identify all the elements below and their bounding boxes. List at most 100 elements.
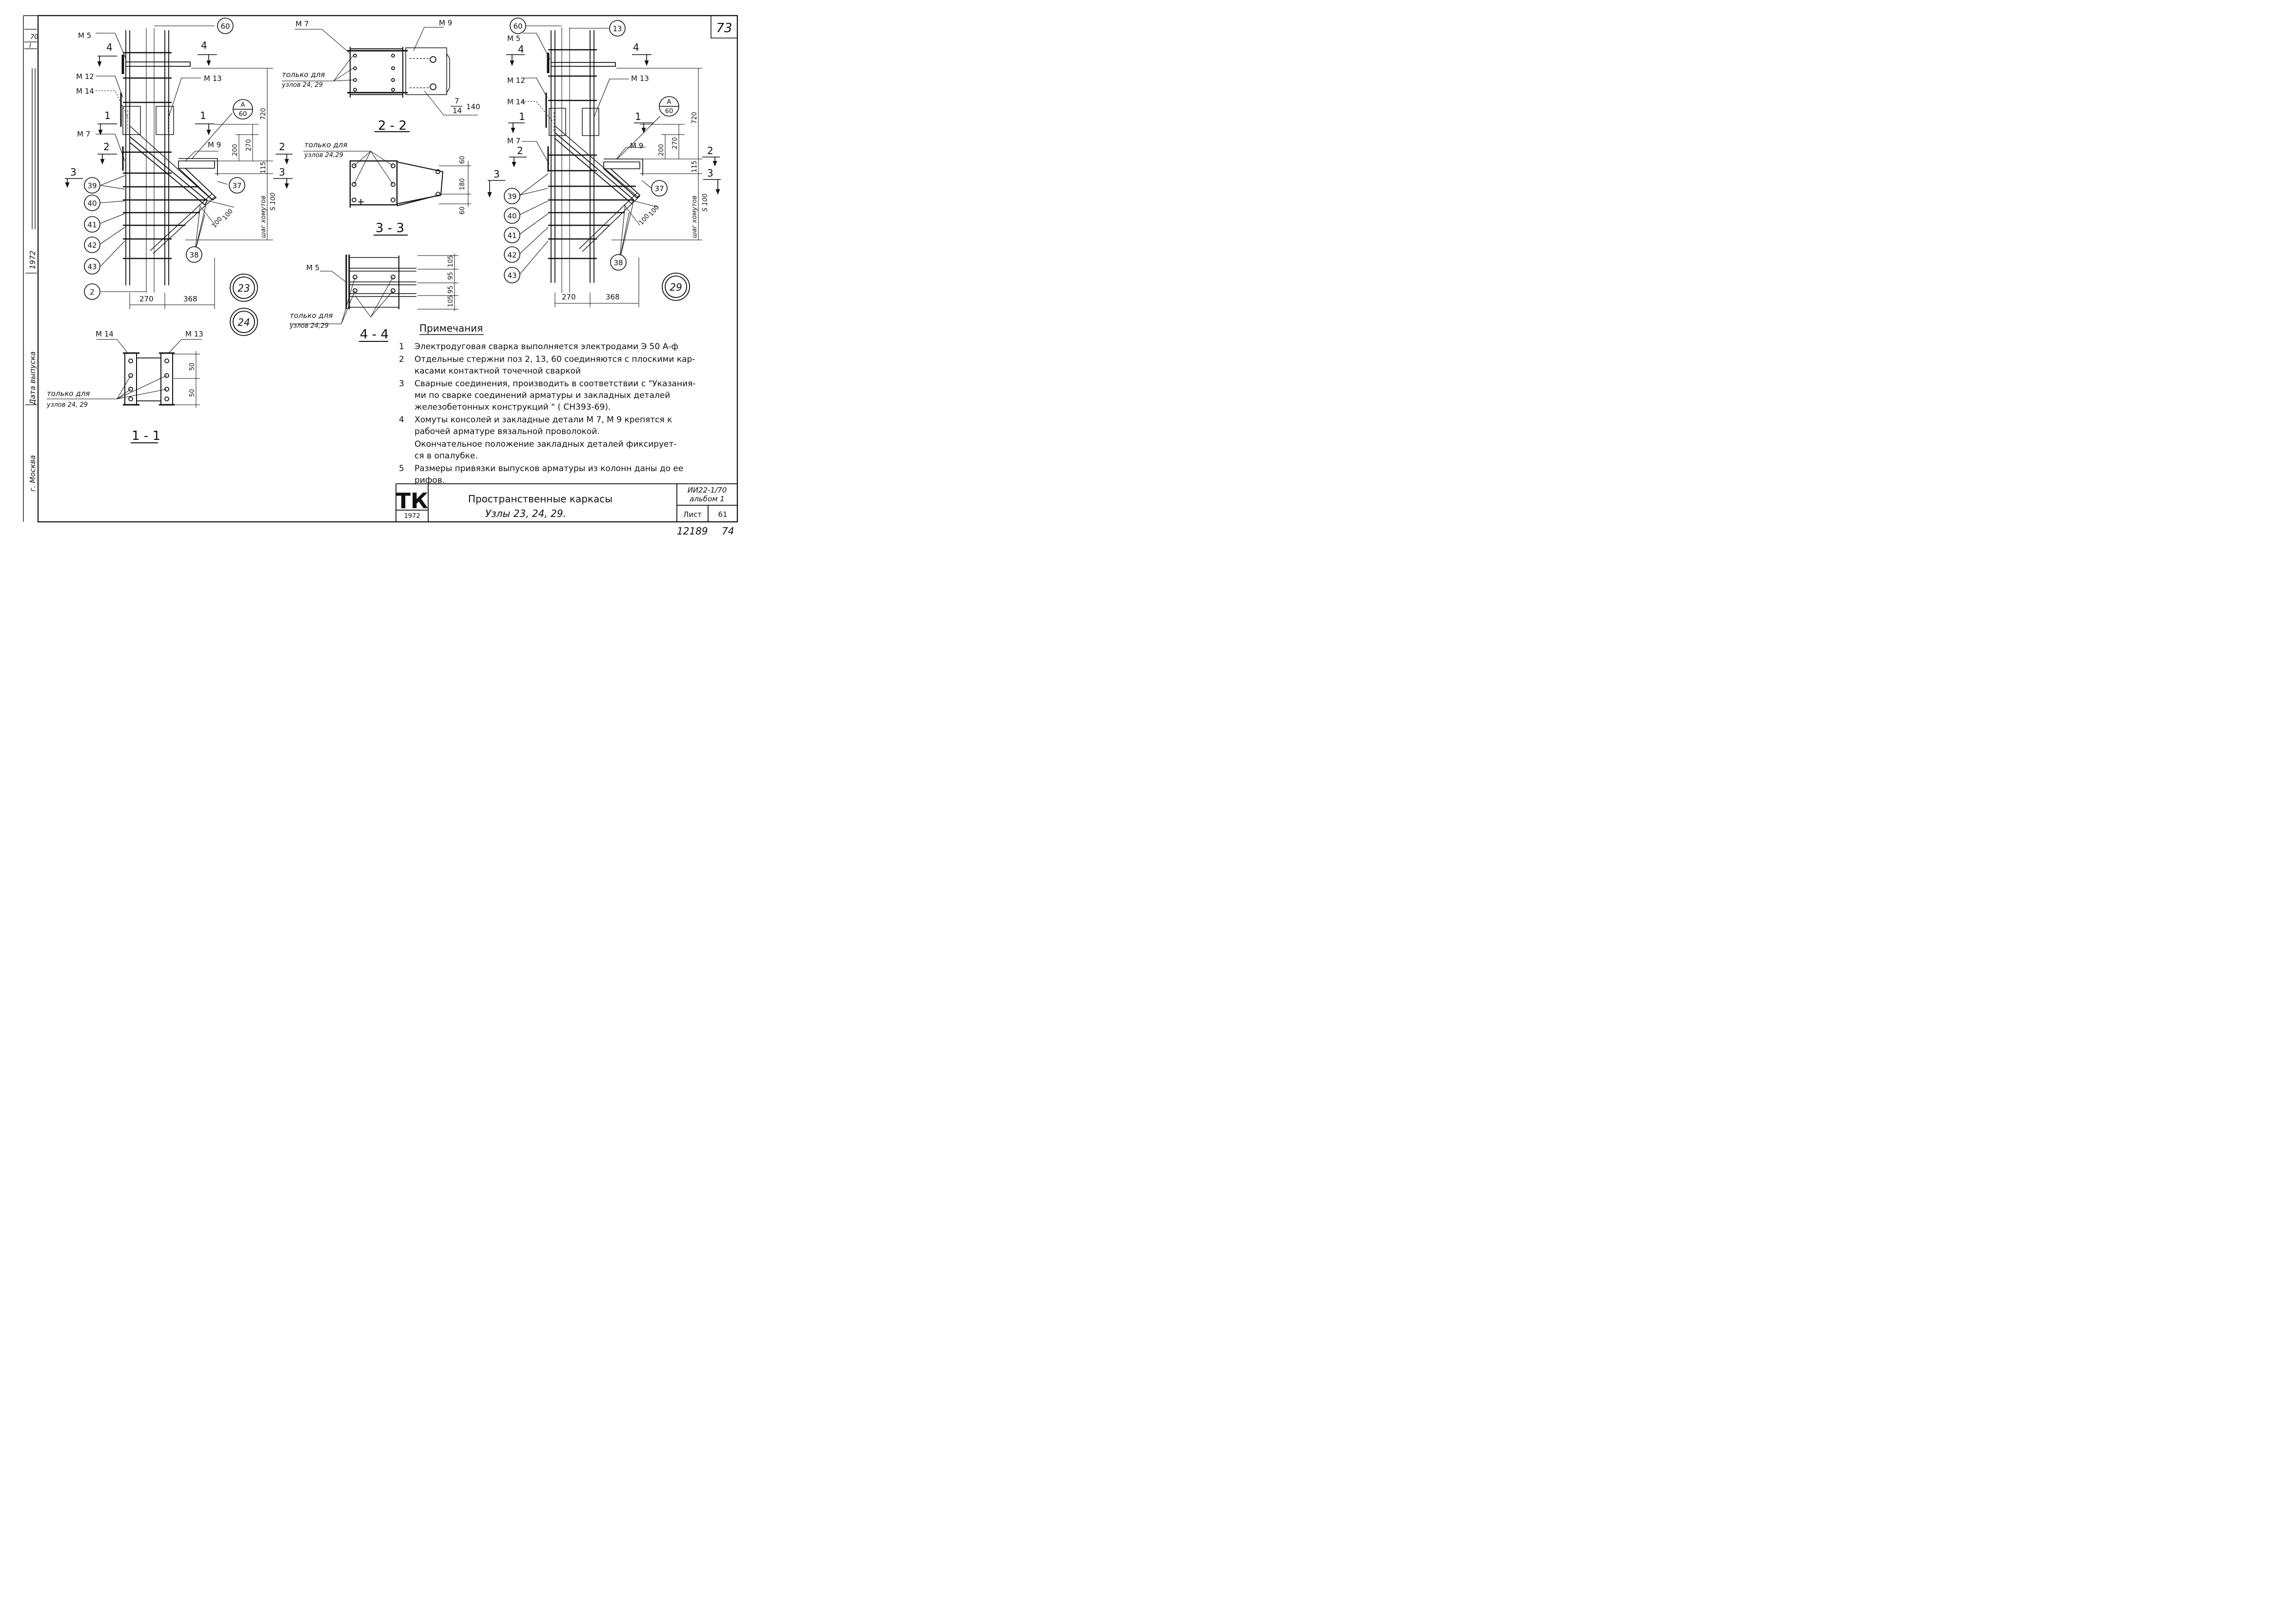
note-4-line-2: рабочей арматуре вязальной проволокой. [415, 427, 600, 436]
right-dim-270h: 270 [562, 293, 576, 301]
note-4-num: 4 [399, 415, 404, 425]
left-tag-m7: М 7 [77, 130, 90, 139]
right-section-4a: 4 [518, 43, 524, 55]
right-section-1b: 1 [635, 111, 641, 122]
note-1-num: 1 [399, 342, 404, 352]
left-step-label: шаг хомутов [260, 196, 267, 238]
s44-only-for: только для [290, 311, 333, 320]
left-dim-270: 270 [245, 139, 253, 151]
bubble-39-right: 39 [507, 192, 516, 201]
right-bubbles [504, 18, 679, 283]
left-section-3a: 3 [70, 166, 77, 178]
left-section-4b: 4 [201, 40, 207, 51]
left-tag-m9: М 9 [208, 140, 221, 149]
right-tag-m7: М 7 [507, 137, 520, 145]
sheet-frame [23, 15, 738, 523]
note-3-line-2: ми по сварке соединений арматуры и закла… [415, 391, 670, 400]
title-block [395, 483, 737, 522]
s11-only-for: только для [47, 389, 90, 398]
right-dim-200: 200 [658, 144, 665, 156]
s33-dim-180: 180 [459, 178, 466, 190]
title-block-sheet-label: Лист [683, 510, 702, 519]
node-bubble-24: 24 [237, 317, 250, 328]
node-bubble-23: 23 [237, 282, 250, 294]
bubble-43-left: 43 [87, 262, 97, 271]
left-section-3b: 3 [279, 166, 285, 178]
title-block-logo: ТК [396, 489, 428, 514]
bubble-60-right: 60 [513, 22, 522, 31]
note-3-line-3: железобетонных конструкций " ( СН393-69)… [415, 402, 611, 412]
left-section-1b: 1 [200, 110, 206, 121]
s22-nodes: узлов 24, 29 [281, 81, 323, 89]
bubble-40-left: 40 [87, 199, 97, 208]
right-dim-720: 720 [691, 112, 698, 124]
bubble-13-right: 13 [613, 24, 622, 33]
bubble-42-right: 42 [507, 251, 516, 259]
left-step-value: S 100 [270, 193, 277, 211]
note-4-line-4: ся в опалубке. [415, 451, 478, 461]
notes-list: 1 Электродуговая сварка выполняется элек… [399, 342, 695, 485]
left-section-2b: 2 [279, 141, 285, 153]
bubble-41-left: 41 [87, 220, 97, 229]
bubble-42-left: 42 [87, 241, 97, 250]
bubble-43-right: 43 [507, 271, 516, 280]
s33-nodes: узлов 24,29 [304, 152, 343, 159]
left-tag-m5: М 5 [78, 31, 91, 40]
s44-nodes: узлов 24,29 [289, 322, 329, 330]
left-dim-115: 115 [260, 161, 267, 174]
right-section-3b: 3 [707, 167, 713, 179]
s33-dim-60a: 60 [459, 156, 466, 164]
note-5-line-1: Размеры привязки выпусков арматуры из ко… [415, 464, 683, 474]
margin-code-mid: I [29, 42, 31, 50]
note-1-line-1: Электродуговая сварка выполняется электр… [415, 342, 678, 352]
node-bubble-29: 29 [670, 281, 682, 293]
right-tag-m14: М 14 [507, 98, 525, 106]
title-block-album: альбом 1 [690, 495, 725, 503]
right-drawing [545, 27, 702, 307]
sheet-id: 12189 [677, 525, 708, 537]
notes-heading: Примечания [419, 322, 483, 334]
corner-number: 73 [716, 21, 732, 36]
note-2-num: 2 [399, 355, 404, 364]
s44-dim-105b: 105 [447, 295, 454, 307]
right-section-4b: 4 [633, 41, 639, 53]
note-4-line-1: Хомуты консолей и закладные детали М 7, … [415, 415, 672, 425]
right-section-2b: 2 [707, 145, 713, 157]
left-tag-m14: М 14 [76, 87, 94, 96]
left-section-2a: 2 [103, 141, 110, 153]
s22-weld-len: 140 [466, 102, 480, 111]
s22-tag-m9: М 9 [439, 19, 452, 27]
right-section-2a: 2 [517, 145, 523, 157]
section-2-2 [282, 27, 478, 132]
margin-date-label: Дата выпуска [28, 352, 37, 405]
right-step-value: S 100 [702, 194, 709, 212]
note-3-num: 3 [399, 379, 404, 389]
right-tag-m13: М 13 [631, 74, 649, 83]
note-5-line-2: рифов. [415, 475, 445, 485]
bubble-39-left: 39 [87, 181, 97, 190]
left-dim-368h: 368 [183, 295, 198, 303]
right-dim-270: 270 [672, 137, 679, 149]
left-drawing [120, 28, 273, 309]
right-dim-368h: 368 [606, 293, 620, 301]
section-1-1 [47, 339, 202, 443]
s11-nodes: узлов 24, 29 [46, 401, 88, 409]
right-section-3a: 3 [494, 168, 500, 180]
s44-dim-95b: 95 [447, 285, 454, 294]
bubble-37-right: 37 [654, 184, 664, 193]
node-bubble-right [662, 273, 690, 301]
right-section-1a: 1 [519, 111, 525, 122]
s22-only-for: только для [282, 70, 325, 79]
s33-only-for: только для [304, 140, 347, 149]
bubble-41-right: 41 [507, 231, 516, 240]
s33-dim-60b: 60 [459, 206, 466, 215]
s11-tag-m13: М 13 [185, 330, 203, 338]
left-tag-m12: М 12 [76, 72, 94, 81]
s11-title: 1 - 1 [132, 429, 160, 443]
note-3-line-1: Сварные соединения, производить в соотве… [415, 379, 695, 389]
left-dim-270h: 270 [139, 295, 154, 303]
right-tag-m9: М 9 [630, 141, 643, 150]
s22-weld-top: 7 [454, 97, 459, 105]
title-block-subtitle: Узлы 23, 24, 29. [485, 508, 566, 519]
bubble-37-left: 37 [232, 181, 241, 190]
